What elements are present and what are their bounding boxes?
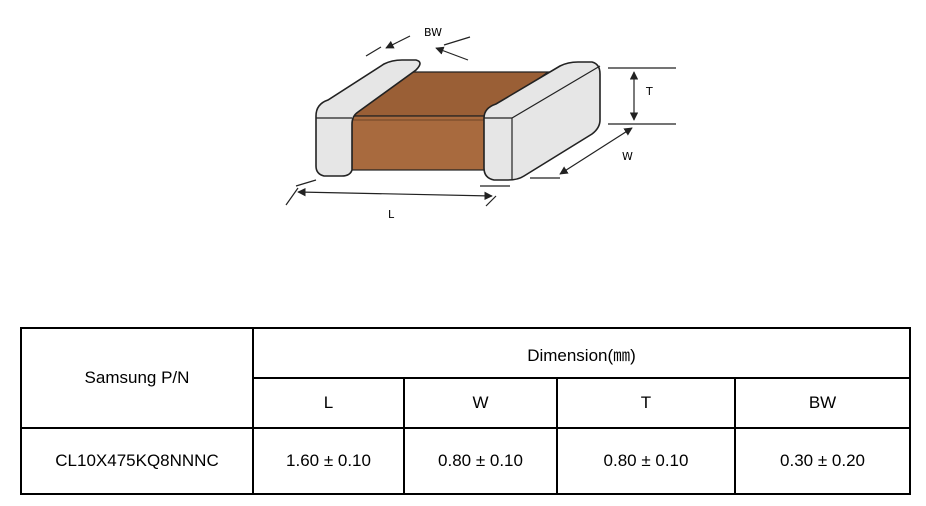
table-subheader-row: L W T BW (21, 377, 912, 429)
left-terminal (315, 59, 421, 177)
l-dimension: L (285, 179, 510, 221)
t-label: T (645, 85, 653, 98)
t-value-cell: 0.80 ± 0.10 (556, 427, 736, 495)
column-header-bw: BW (733, 377, 912, 429)
pn-header: Samsung P/N (20, 327, 254, 429)
column-header-l: L (252, 377, 405, 429)
bw-dimension: BW (365, 26, 471, 61)
dimension-header: Dimension(㎜) (251, 327, 912, 379)
w-dimension: W (530, 127, 633, 179)
w-value-cell: 0.80 ± 0.10 (403, 427, 558, 495)
t-dimension: T (608, 67, 676, 125)
part-number-cell: CL10X475KQ8NNNC (20, 427, 254, 495)
l-value-cell: 1.60 ± 0.10 (252, 427, 405, 495)
table-header-row: Samsung P/N Dimension(㎜) (20, 327, 912, 429)
column-header-w: W (403, 377, 558, 429)
chip-body (350, 71, 550, 171)
w-label: W (622, 150, 633, 163)
bw-value-cell: 0.30 ± 0.20 (733, 427, 912, 495)
bw-label: BW (424, 26, 442, 39)
dimension-table: Samsung P/N Dimension(㎜) L W T BW CL10X4… (20, 327, 912, 495)
column-header-t: T (556, 377, 736, 429)
right-terminal (483, 61, 601, 181)
capacitor-dimension-diagram: BW T W L (285, 26, 676, 221)
table-row: CL10X475KQ8NNNC 1.60 ± 0.10 0.80 ± 0.10 … (20, 427, 912, 495)
l-label: L (388, 208, 395, 221)
